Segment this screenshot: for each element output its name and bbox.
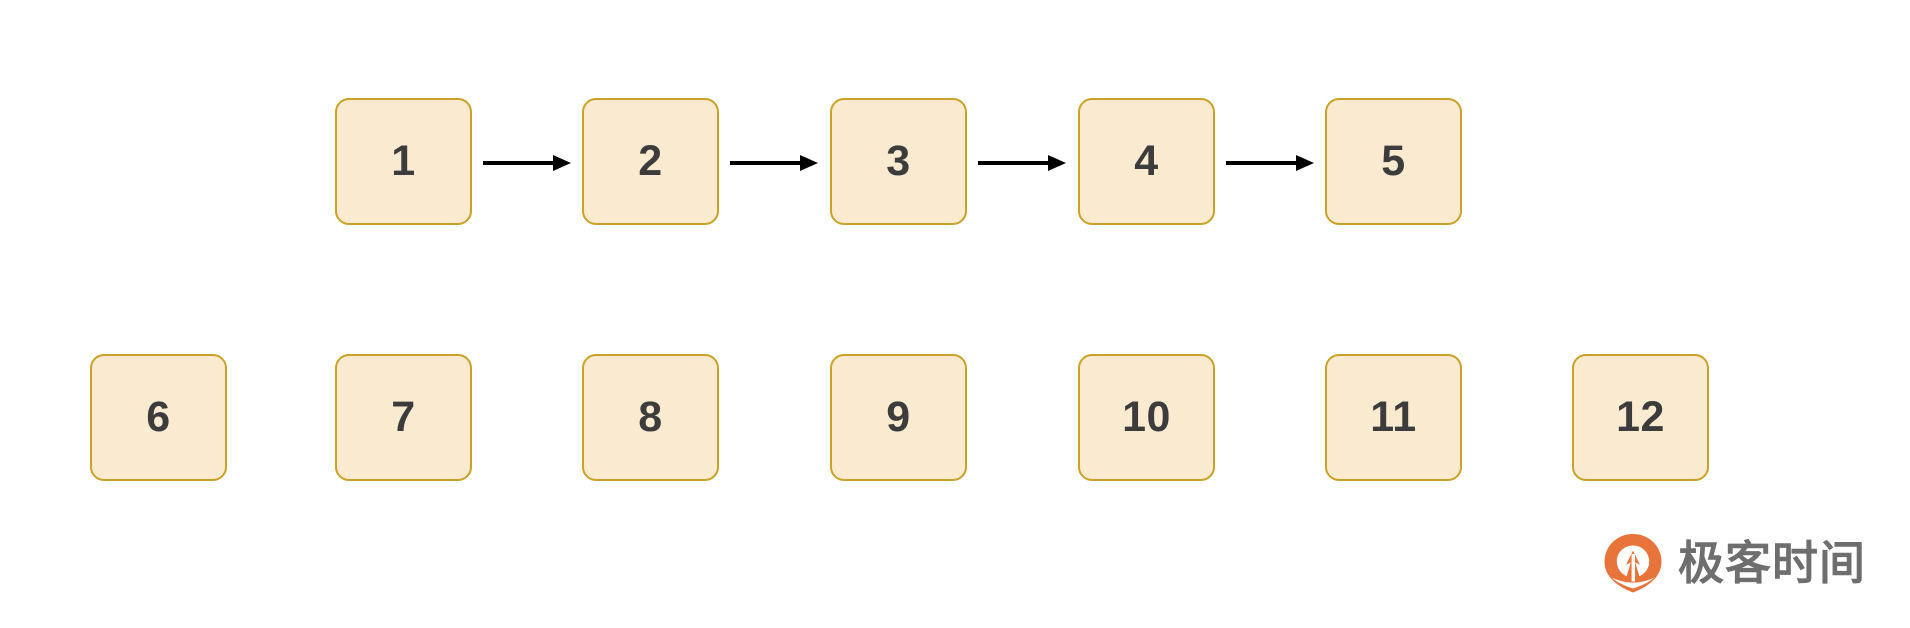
node-label: 7: [391, 393, 416, 441]
node-2[interactable]: 2: [582, 98, 719, 225]
node-label: 9: [886, 393, 911, 441]
node-label: 2: [638, 137, 663, 185]
geektime-brand-text: 极客时间: [1678, 536, 1866, 590]
node-label: 10: [1122, 393, 1171, 441]
node-9[interactable]: 9: [830, 354, 967, 481]
arrow-3-4: [978, 151, 1066, 175]
arrow-2-3: [730, 151, 818, 175]
node-11[interactable]: 11: [1325, 354, 1462, 481]
node-label: 4: [1134, 137, 1159, 185]
node-8[interactable]: 8: [582, 354, 719, 481]
node-label: 6: [146, 393, 171, 441]
node-label: 11: [1370, 393, 1417, 441]
node-label: 12: [1616, 393, 1665, 441]
node-label: 3: [886, 137, 911, 185]
node-3[interactable]: 3: [830, 98, 967, 225]
node-7[interactable]: 7: [335, 354, 472, 481]
geektime-pin-icon: [1602, 532, 1664, 594]
arrow-4-5: [1226, 151, 1314, 175]
node-12[interactable]: 12: [1572, 354, 1709, 481]
geektime-watermark: 极客时间: [1602, 526, 1902, 600]
node-5[interactable]: 5: [1325, 98, 1462, 225]
node-4[interactable]: 4: [1078, 98, 1215, 225]
arrow-1-2: [483, 151, 571, 175]
node-6[interactable]: 6: [90, 354, 227, 481]
node-10[interactable]: 10: [1078, 354, 1215, 481]
node-label: 1: [391, 137, 416, 185]
node-1[interactable]: 1: [335, 98, 472, 225]
node-label: 8: [638, 393, 663, 441]
node-label: 5: [1381, 137, 1406, 185]
